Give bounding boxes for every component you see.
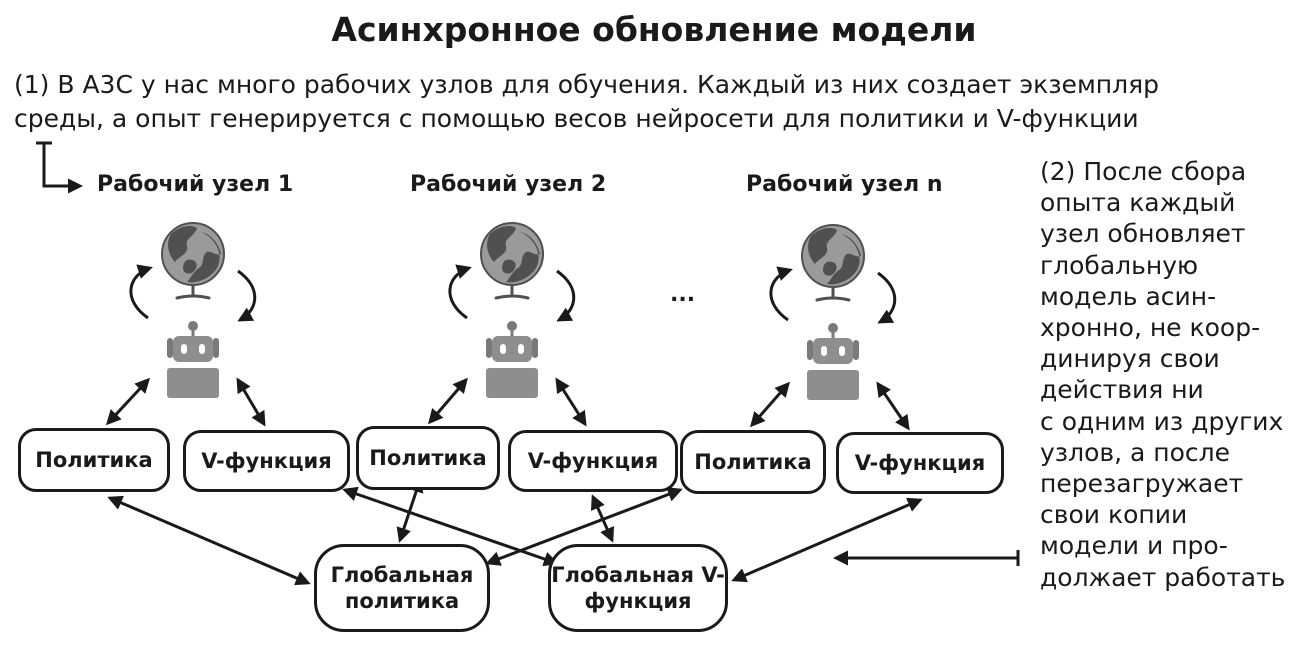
cycle-arrow-icon bbox=[556, 269, 576, 322]
robot-vfunc-arrow-n bbox=[876, 381, 910, 431]
robot-vfunc-arrow-1 bbox=[236, 377, 266, 427]
worker-2-policy-box: Политика bbox=[356, 426, 500, 490]
global-policy-box: Глобальная политика bbox=[314, 544, 490, 632]
worker-1-policy-box: Политика bbox=[18, 428, 170, 492]
w1-vfunc-to-global-vfunc bbox=[342, 486, 559, 567]
robot-policy-arrow-n bbox=[750, 381, 790, 428]
robot-policy-arrow-2 bbox=[428, 377, 468, 425]
worker-2-label: Рабочий узел 2 bbox=[410, 172, 607, 197]
worker-1-label: Рабочий узел 1 bbox=[97, 172, 294, 197]
robot-policy-arrow-1 bbox=[105, 377, 151, 426]
cycle-arrow-icon bbox=[877, 271, 897, 324]
cycle-arrow-icon bbox=[769, 266, 793, 322]
robot-icon bbox=[805, 321, 861, 402]
w1-policy-to-global-policy bbox=[107, 495, 311, 586]
wn-vfunc-to-global-vfunc bbox=[731, 497, 923, 583]
worker-n-vfunc-box: V-функция bbox=[836, 432, 1004, 494]
globe-icon bbox=[479, 221, 545, 300]
pointer-arrow bbox=[42, 143, 83, 194]
page-title: Асинхронное обновление модели bbox=[331, 10, 977, 49]
worker-n-label: Рабочий узел n bbox=[746, 172, 943, 197]
robot-icon bbox=[484, 319, 540, 400]
robot-icon bbox=[165, 319, 221, 400]
worker-1-vfunc-box: V-функция bbox=[183, 430, 350, 492]
ellipsis: ... bbox=[670, 282, 696, 307]
w2-vfunc-to-global-vfunc bbox=[590, 494, 615, 543]
worker-2-vfunc-box: V-функция bbox=[508, 430, 678, 492]
cycle-arrow-icon bbox=[237, 269, 257, 322]
globe-icon bbox=[160, 221, 226, 300]
cycle-arrow-icon bbox=[448, 264, 472, 320]
note-1: (1) В A3C у нас много рабочих узлов для … bbox=[14, 70, 1160, 133]
worker-n-policy-box: Политика bbox=[680, 430, 826, 494]
global-vfunc-box: Глобальная V-функция bbox=[548, 544, 728, 632]
cycle-arrow-icon bbox=[129, 264, 153, 320]
robot-vfunc-arrow-2 bbox=[555, 377, 587, 427]
note-2: (2) После сбора опыта каждый узел обновл… bbox=[1040, 157, 1286, 592]
globe-icon bbox=[800, 223, 866, 302]
